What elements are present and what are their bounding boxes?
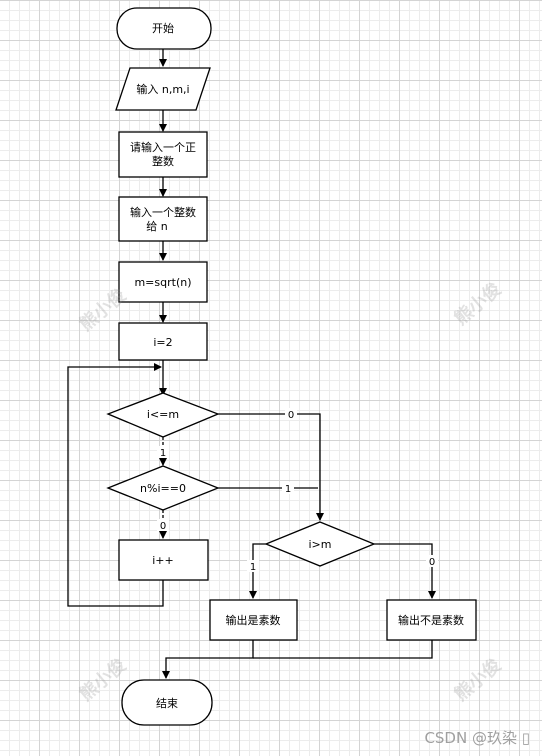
edge-label-prime-false: 0	[429, 557, 435, 568]
incr-process	[118, 539, 209, 581]
start-label: 开始	[152, 21, 174, 35]
edge-label-mod-false: 0	[160, 521, 166, 532]
prime-cond-label: i>m	[309, 538, 332, 551]
start-terminal	[116, 7, 212, 50]
edge-label-loop-false: 0	[288, 410, 294, 421]
read-label-line1: 输入一个整数	[130, 205, 196, 219]
edge-label-loop-true: 1	[160, 448, 166, 459]
csdn-footer-credit: CSDN @玖染 ▯	[424, 729, 530, 747]
edge-incr-loopback	[67, 363, 164, 607]
input-parallelogram	[115, 67, 211, 111]
input-label: 输入 n,m,i	[136, 82, 189, 96]
prime-decision	[264, 521, 376, 567]
edge-outprime-end	[162, 640, 254, 679]
edge-prime-true	[249, 543, 266, 599]
end-label: 结束	[156, 697, 178, 710]
init-process	[118, 322, 208, 361]
incr-label: i++	[152, 554, 174, 567]
edge-prime-false	[374, 543, 436, 599]
mod-decision	[106, 465, 220, 511]
edge-outnotprime-end	[253, 640, 433, 659]
edge-loop-false	[218, 413, 324, 521]
edge-label-mod-true: 1	[285, 484, 291, 495]
out-not-prime-process	[386, 599, 477, 641]
edge-label-prime-true: 1	[250, 562, 256, 573]
loop-label: i<=m	[147, 408, 179, 421]
prompt-process	[118, 131, 208, 178]
loop-decision	[106, 392, 220, 438]
prompt-label-line1: 请输入一个正	[130, 140, 196, 154]
sqrt-label: m=sqrt(n)	[134, 276, 191, 289]
out-prime-process	[209, 599, 298, 641]
read-process	[118, 196, 208, 242]
mod-label: n%i==0	[140, 482, 186, 495]
sqrt-process	[118, 261, 208, 303]
end-terminal	[121, 679, 213, 726]
read-label-line2: 给 n	[146, 220, 167, 233]
init-label: i=2	[153, 336, 172, 349]
out-not-prime-label: 输出不是素数	[398, 613, 464, 627]
prompt-label-line2: 整数	[152, 154, 174, 168]
out-prime-label: 输出是素数	[226, 613, 281, 627]
